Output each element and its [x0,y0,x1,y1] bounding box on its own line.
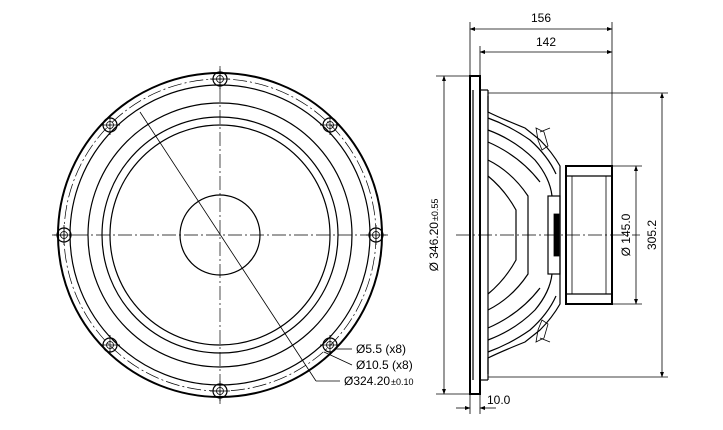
frame-depth-label: 142 [536,35,556,49]
mount-hole [100,115,120,135]
baffle-cutout-label: 305.2 [645,220,659,250]
mount-hole-large-label: Ø10.5 (x8) [356,358,413,372]
mount-hole [320,335,340,355]
flange-thickness-label: 10.0 [487,393,511,407]
leader-lines [139,111,353,382]
mount-hole [54,225,74,245]
overall-depth-label: 156 [531,11,551,25]
outer-diameter-label: Ø 346.20±0.55 [427,199,441,272]
mount-hole [100,335,120,355]
bolt-circle-label: Ø324.20±0.10 [344,374,414,388]
mount-hole [320,115,340,135]
dimension-lines [436,22,668,414]
mount-hole [366,225,386,245]
front-view: Ø5.5 (x8) Ø10.5 (x8) Ø324.20±0.10 [52,66,414,404]
mounting-holes [54,69,386,401]
magnet-diameter-label: Ø 145.0 [619,213,633,256]
side-view [456,75,640,395]
terminal-clips [535,127,551,343]
mount-hole-small-label: Ø5.5 (x8) [356,342,406,356]
mount-hole [210,381,230,401]
mount-hole [210,69,230,89]
